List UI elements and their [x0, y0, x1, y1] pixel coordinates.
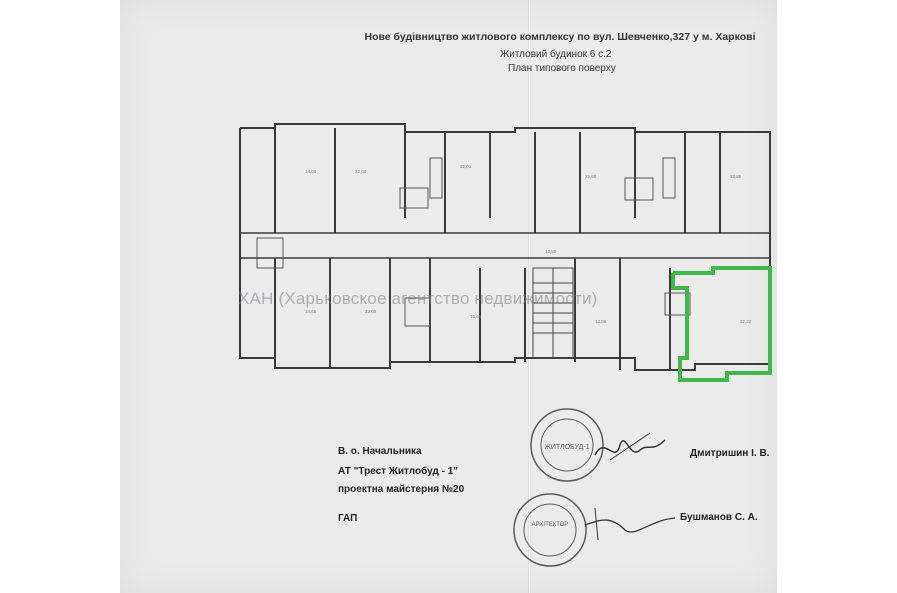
svg-text:14,65: 14,65	[305, 309, 317, 314]
document-title: Нове будівництво житлового комплексу по …	[364, 31, 756, 43]
paper-fold	[528, 0, 531, 593]
svg-text:22,00: 22,00	[355, 169, 367, 174]
svg-text:22,01: 22,01	[460, 164, 472, 169]
signer-name-1: Дмитришин І. В.	[690, 448, 770, 459]
signature-2	[584, 507, 676, 541]
building-subtitle: Житловий будинок 6 с.2	[500, 49, 612, 60]
signer-name-2: Бушманов С. А.	[680, 512, 758, 523]
workshop-label: проектна майстерня №20	[338, 484, 465, 495]
svg-text:АРХІТЕКТОР: АРХІТЕКТОР	[532, 522, 569, 528]
watermark: ХАН (Харьковское агентство недвижимости)	[238, 289, 598, 308]
gap-label: ГАП	[338, 513, 358, 524]
svg-text:ЖИТЛОБУД-1: ЖИТЛОБУД-1	[544, 444, 589, 451]
svg-text:13,80: 13,80	[545, 249, 557, 254]
position-label: В. о. Начальника	[338, 446, 422, 457]
svg-text:13,06: 13,06	[595, 319, 607, 324]
document-sheet	[120, 0, 777, 593]
official-stamp-1: ЖИТЛОБУД-1	[530, 408, 604, 482]
signature-1	[594, 432, 666, 461]
official-stamp-2: АРХІТЕКТОР	[513, 493, 587, 567]
svg-text:15,65: 15,65	[470, 314, 482, 319]
floor-plan: 14,00 22,00 22,01 22,90 22,85 14,65 22,0…	[239, 123, 772, 382]
svg-text:14,00: 14,00	[305, 169, 317, 174]
svg-text:22,85: 22,85	[730, 174, 742, 179]
svg-text:22,22: 22,22	[740, 319, 752, 324]
outer-wall-left	[239, 128, 771, 371]
svg-text:22,90: 22,90	[585, 174, 597, 179]
organization-label: АТ "Трест Житлобуд - 1"	[338, 466, 459, 477]
outer-wall-upper	[240, 123, 771, 258]
svg-text:22,00: 22,00	[365, 309, 377, 314]
highlighted-apartment	[671, 266, 772, 382]
plan-title: План типового поверху	[508, 63, 616, 74]
